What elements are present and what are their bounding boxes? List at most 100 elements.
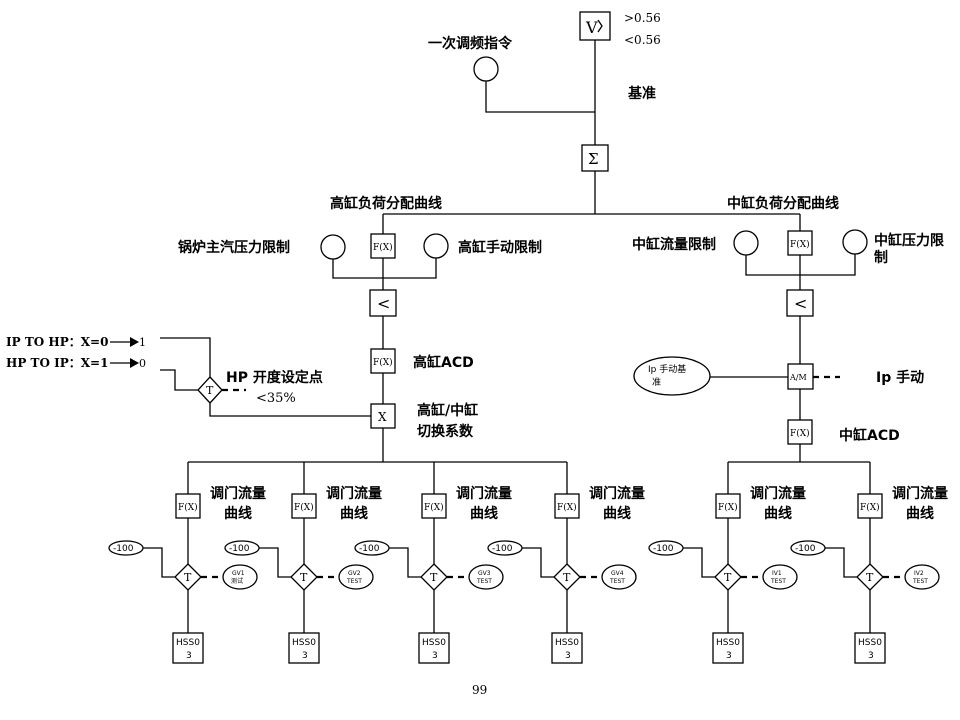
bias-ellipse: -100 bbox=[108, 540, 144, 556]
svg-text:Σ: Σ bbox=[588, 150, 599, 168]
bias-ellipse: -100 bbox=[224, 540, 260, 556]
ip-min-select-block: < bbox=[786, 289, 814, 317]
arrow-icon bbox=[130, 337, 139, 347]
page-number: 99 bbox=[472, 683, 487, 697]
ip-manual-ref-ellipse: Ip 手动基 准 bbox=[633, 356, 711, 396]
svg-text:TEST: TEST bbox=[476, 578, 492, 585]
hss-block: HSS0 3 bbox=[288, 632, 320, 664]
switch-label-1: 高缸/中缸 bbox=[417, 402, 478, 419]
svg-text:HSS0: HSS0 bbox=[716, 638, 740, 648]
valve-fx-block: F(X) bbox=[421, 493, 447, 519]
valve-track-block: T bbox=[174, 563, 202, 591]
hp-acd-fx-block: F(X) bbox=[370, 348, 396, 374]
svg-text:-100: -100 bbox=[113, 544, 134, 554]
valve-curve-label-1: 调门流量 bbox=[326, 485, 382, 502]
valve-curve-label-2: 曲线 bbox=[224, 505, 252, 522]
svg-text:GV3: GV3 bbox=[478, 570, 491, 577]
svg-text:<: < bbox=[794, 294, 807, 313]
valve-curve-label-1: 调门流量 bbox=[210, 485, 266, 502]
svg-text:F(X): F(X) bbox=[860, 502, 880, 513]
ip-pressure-limit-label-1: 中缸压力限 bbox=[874, 232, 944, 249]
svg-text:HSS0: HSS0 bbox=[292, 638, 316, 648]
threshold-low: <0.56 bbox=[624, 33, 661, 47]
svg-text:F(X): F(X) bbox=[790, 239, 810, 250]
valve-curve-label-1: 调门流量 bbox=[456, 485, 512, 502]
svg-text:A/M: A/M bbox=[789, 373, 807, 382]
svg-text:Ip 手动基: Ip 手动基 bbox=[648, 363, 686, 375]
bias-ellipse: -100 bbox=[354, 540, 390, 556]
hp-curve-title: 高缸负荷分配曲线 bbox=[330, 195, 442, 212]
valve-curve-label-2: 曲线 bbox=[603, 505, 631, 522]
hp-fx-block: F(X) bbox=[370, 233, 396, 259]
valve-curve-label-1: 调门流量 bbox=[589, 485, 645, 502]
svg-text:-100: -100 bbox=[229, 544, 250, 554]
valve-fx-block: F(X) bbox=[554, 493, 580, 519]
svg-text:-100: -100 bbox=[359, 544, 380, 554]
hp-min-select-block: < bbox=[369, 289, 397, 317]
sum-block: Σ bbox=[581, 144, 609, 172]
ip-manual-label: Ip 手动 bbox=[876, 369, 924, 386]
valve-curve-label-2: 曲线 bbox=[764, 505, 792, 522]
svg-text:IV1: IV1 bbox=[772, 570, 782, 577]
svg-text:TEST: TEST bbox=[770, 578, 786, 585]
hp-manual-limit-circle bbox=[423, 233, 449, 259]
hp-switch-block: X bbox=[370, 403, 396, 429]
boiler-limit-label: 锅炉主汽压力限制 bbox=[178, 239, 290, 256]
svg-text:0: 0 bbox=[139, 357, 146, 370]
v-select-block: V bbox=[579, 11, 611, 41]
svg-text:F(X): F(X) bbox=[373, 357, 393, 368]
valve-fx-block: F(X) bbox=[175, 493, 201, 519]
svg-text:F(X): F(X) bbox=[294, 502, 314, 513]
ip-curve-title: 中缸负荷分配曲线 bbox=[727, 195, 839, 212]
baseline-label: 基准 bbox=[628, 85, 656, 102]
hp-track-block: T bbox=[197, 376, 223, 404]
ip-acd-fx-block: F(X) bbox=[787, 419, 813, 445]
svg-text:GV1: GV1 bbox=[232, 570, 245, 577]
freq-cmd-label: 一次调频指令 bbox=[428, 35, 513, 52]
svg-text:F(X): F(X) bbox=[557, 502, 577, 513]
svg-text:TEST: TEST bbox=[609, 578, 625, 585]
svg-text:1: 1 bbox=[139, 336, 146, 349]
valve-track-block: T bbox=[420, 563, 448, 591]
svg-text:HSS0: HSS0 bbox=[555, 638, 579, 648]
valve-track-block: T bbox=[856, 563, 884, 591]
ip-pressure-limit-circle bbox=[842, 229, 868, 255]
bias-ellipse: -100 bbox=[648, 540, 684, 556]
svg-text:3: 3 bbox=[302, 651, 308, 661]
svg-text:X: X bbox=[378, 410, 387, 424]
open-limit-label: <35% bbox=[256, 391, 296, 406]
svg-text:F(X): F(X) bbox=[790, 428, 810, 439]
svg-text:V: V bbox=[585, 18, 598, 37]
svg-text:F(X): F(X) bbox=[373, 242, 393, 253]
valve-curve-label-1: 调门流量 bbox=[892, 485, 948, 502]
svg-text:T: T bbox=[563, 571, 571, 584]
svg-text:3: 3 bbox=[726, 651, 732, 661]
valve-fx-block: F(X) bbox=[291, 493, 317, 519]
svg-text:T: T bbox=[300, 571, 308, 584]
ip-fx-block: F(X) bbox=[787, 230, 813, 256]
svg-text:GV2: GV2 bbox=[348, 570, 361, 577]
svg-text:T: T bbox=[866, 571, 874, 584]
boiler-limit-circle bbox=[320, 234, 346, 260]
svg-text:3: 3 bbox=[432, 651, 438, 661]
ip-acd-label: 中缸ACD bbox=[839, 427, 900, 444]
open-setpoint-label: HP 开度设定点 bbox=[226, 369, 323, 386]
svg-text:-100: -100 bbox=[795, 544, 816, 554]
svg-text:-100: -100 bbox=[653, 544, 674, 554]
ip-pressure-limit-label-2: 制 bbox=[874, 249, 888, 266]
svg-text:T: T bbox=[184, 571, 192, 584]
valve-curve-label-2: 曲线 bbox=[340, 505, 368, 522]
switch-label-2: 切换系数 bbox=[417, 423, 474, 440]
valve-fx-block: F(X) bbox=[715, 493, 741, 519]
